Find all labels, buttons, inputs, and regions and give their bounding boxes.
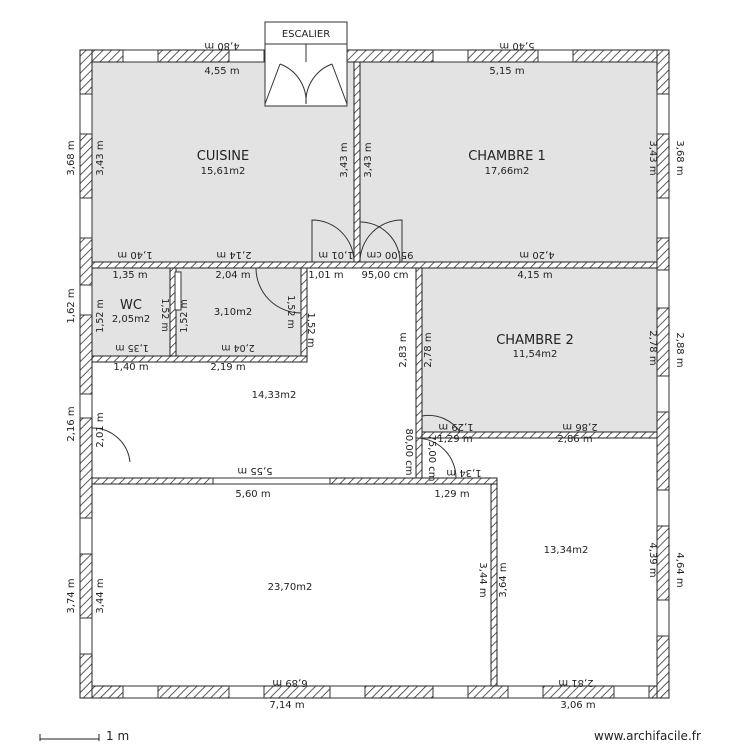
dim-text: 4,55 m	[204, 66, 239, 77]
stair-box: ESCALIER	[264, 21, 348, 107]
stair-label: ESCALIER	[282, 29, 330, 40]
dim-text: 3,64 m	[498, 562, 509, 597]
chambre2-name: CHAMBRE 2	[496, 333, 574, 348]
watermark: www.archifacile.fr	[594, 729, 701, 743]
dim-text: 1,34 m	[446, 467, 481, 478]
dim-text: 75,00 cm	[426, 434, 437, 481]
dim-text: 5,40 m	[499, 40, 534, 51]
dim-text: 7,14 m	[269, 700, 304, 711]
chambre1-name: CHAMBRE 1	[468, 149, 546, 164]
dim-text: 3,74 m	[66, 578, 77, 613]
chambre2-area: 11,54m2	[513, 349, 558, 360]
bath-area: 3,10m2	[214, 307, 252, 318]
dim-text: 1,35 m	[115, 342, 148, 353]
dim-text: 3,68 m	[674, 140, 685, 175]
dim-text: 2,78 m	[423, 332, 434, 367]
dim-text: 3,06 m	[560, 700, 595, 711]
dim-text: 1,40 m	[113, 362, 148, 373]
dim-text: 3,44 m	[95, 578, 106, 613]
dim-text: 1,29 m	[438, 421, 473, 432]
dim-text: 4,64 m	[674, 552, 685, 587]
dim-text: 4,15 m	[517, 270, 552, 281]
dim-text: 5,15 m	[489, 66, 524, 77]
dim-text: 2,83 m	[398, 332, 409, 367]
dimension-labels: 4,80 m 4,55 m 5,40 m 5,15 m 3,68 m 3,43 …	[66, 40, 685, 711]
dim-text: 2,78 m	[647, 330, 658, 365]
room-labels: CUISINE 15,61m2 CHAMBRE 1 17,66m2 CHAMBR…	[112, 149, 589, 593]
dim-text: 1,52 m	[179, 299, 190, 332]
dim-text: 1,29 m	[437, 434, 472, 445]
dim-text: 3,43 m	[339, 142, 350, 177]
dim-text: 1,52 m	[95, 299, 106, 332]
dim-text: 6,89 m	[272, 677, 307, 688]
dim-text: 4,39 m	[647, 542, 658, 577]
scale-bar	[39, 734, 100, 741]
dim-text: 1,29 m	[434, 489, 469, 500]
dim-text: 2,86 m	[557, 434, 592, 445]
wc-area: 2,05m2	[112, 314, 150, 325]
dim-text: 1,52 m	[305, 312, 316, 347]
dim-text: 2,19 m	[210, 362, 245, 373]
dim-text: 95,00 cm	[366, 249, 413, 260]
dim-text: 1,01 m	[318, 249, 353, 260]
dim-text: 1,40 m	[117, 249, 152, 260]
dim-text: 2,81 m	[558, 677, 593, 688]
doors	[91, 219, 461, 479]
dim-text: 95,00 cm	[361, 270, 408, 281]
dim-text: 2,14 m	[216, 249, 251, 260]
dim-text: 1,52 m	[285, 295, 296, 328]
salon-area: 23,70m2	[268, 582, 313, 593]
cuisine-name: CUISINE	[197, 149, 249, 164]
dim-text: 3,43 m	[363, 142, 374, 177]
wc-name: WC	[120, 298, 142, 313]
dim-text: 80,00 cm	[403, 428, 414, 475]
scale-label: 1 m	[106, 729, 130, 743]
dim-text: 1,01 m	[308, 270, 343, 281]
dim-text: 2,04 m	[221, 342, 254, 353]
dim-text: 5,60 m	[235, 489, 270, 500]
dim-text: 2,16 m	[66, 406, 77, 441]
dim-text: 1,62 m	[66, 288, 77, 323]
dim-text: 4,20 m	[519, 249, 554, 260]
dim-text: 2,01 m	[95, 412, 106, 447]
cuisine-area: 15,61m2	[201, 166, 246, 177]
dim-text: 2,86 m	[562, 421, 597, 432]
dim-text: 2,88 m	[674, 332, 685, 367]
dim-text: 4,80 m	[204, 40, 239, 51]
hall-area: 14,33m2	[252, 390, 297, 401]
room-se-area: 13,34m2	[544, 545, 589, 556]
dim-text: 5,55 m	[237, 465, 272, 476]
dim-text: 1,35 m	[112, 270, 147, 281]
chambre1-area: 17,66m2	[485, 166, 530, 177]
dim-text: 3,43 m	[647, 140, 658, 175]
dim-text: 1,52 m	[159, 298, 170, 331]
dim-text: 3,44 m	[477, 562, 488, 597]
windows	[79, 49, 670, 699]
dim-text: 3,43 m	[95, 140, 106, 175]
floor-fills	[92, 62, 657, 432]
dim-text: 3,68 m	[66, 140, 77, 175]
dim-text: 2,04 m	[215, 270, 250, 281]
